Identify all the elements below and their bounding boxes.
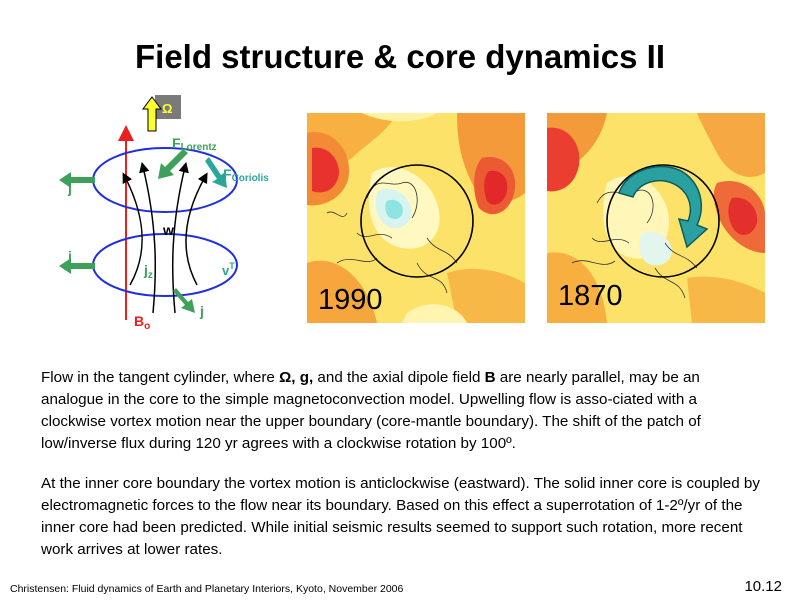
w-label: w — [162, 222, 174, 238]
j-arrow-lower — [59, 258, 95, 274]
vt-label: vT — [222, 261, 235, 278]
omega-arrow — [142, 96, 162, 132]
lorentz-label: FLorentz — [172, 135, 217, 153]
coriolis-label: FCoriolis — [223, 166, 269, 184]
j-arrow-upper — [59, 172, 95, 188]
lower-current-loop — [92, 233, 238, 297]
paragraph-inner-core: At the inner core boundary the vortex mo… — [41, 475, 760, 558]
map-year-1870: 1870 — [558, 280, 623, 312]
j-arrow-bottom — [173, 288, 195, 313]
flow-line-right — [185, 172, 208, 286]
paragraph-tangent-cylinder: Flow in the tangent cylinder, where Ω, g… — [41, 369, 701, 452]
flow-line-center-right — [171, 161, 189, 314]
map-year-1990: 1990 — [318, 284, 383, 316]
flow-line-center-left — [139, 161, 157, 314]
tangent-cylinder-diagram: Ω Bo FLorentz FCoriolis j j w jz vT j — [59, 95, 269, 332]
j-label-bottom: j — [199, 303, 204, 319]
b0-label: Bo — [134, 313, 150, 332]
flux-map-1870 — [547, 113, 765, 323]
slide-footer: Christensen: Fluid dynamics of Earth and… — [10, 583, 404, 595]
j-label-upper: j — [67, 180, 72, 196]
jz-label: jz — [143, 262, 153, 281]
page-number: 10.12 — [744, 578, 782, 595]
j-label-lower: j — [67, 248, 72, 264]
flow-line-left — [122, 172, 143, 286]
clockwise-rotation-arrow — [618, 165, 709, 249]
omega-label: Ω — [162, 101, 172, 116]
coriolis-force-arrow — [205, 157, 227, 188]
slide-title: Field structure & core dynamics II — [135, 38, 665, 75]
lorentz-force-arrow — [158, 149, 188, 179]
flux-map-1990 — [307, 113, 525, 323]
